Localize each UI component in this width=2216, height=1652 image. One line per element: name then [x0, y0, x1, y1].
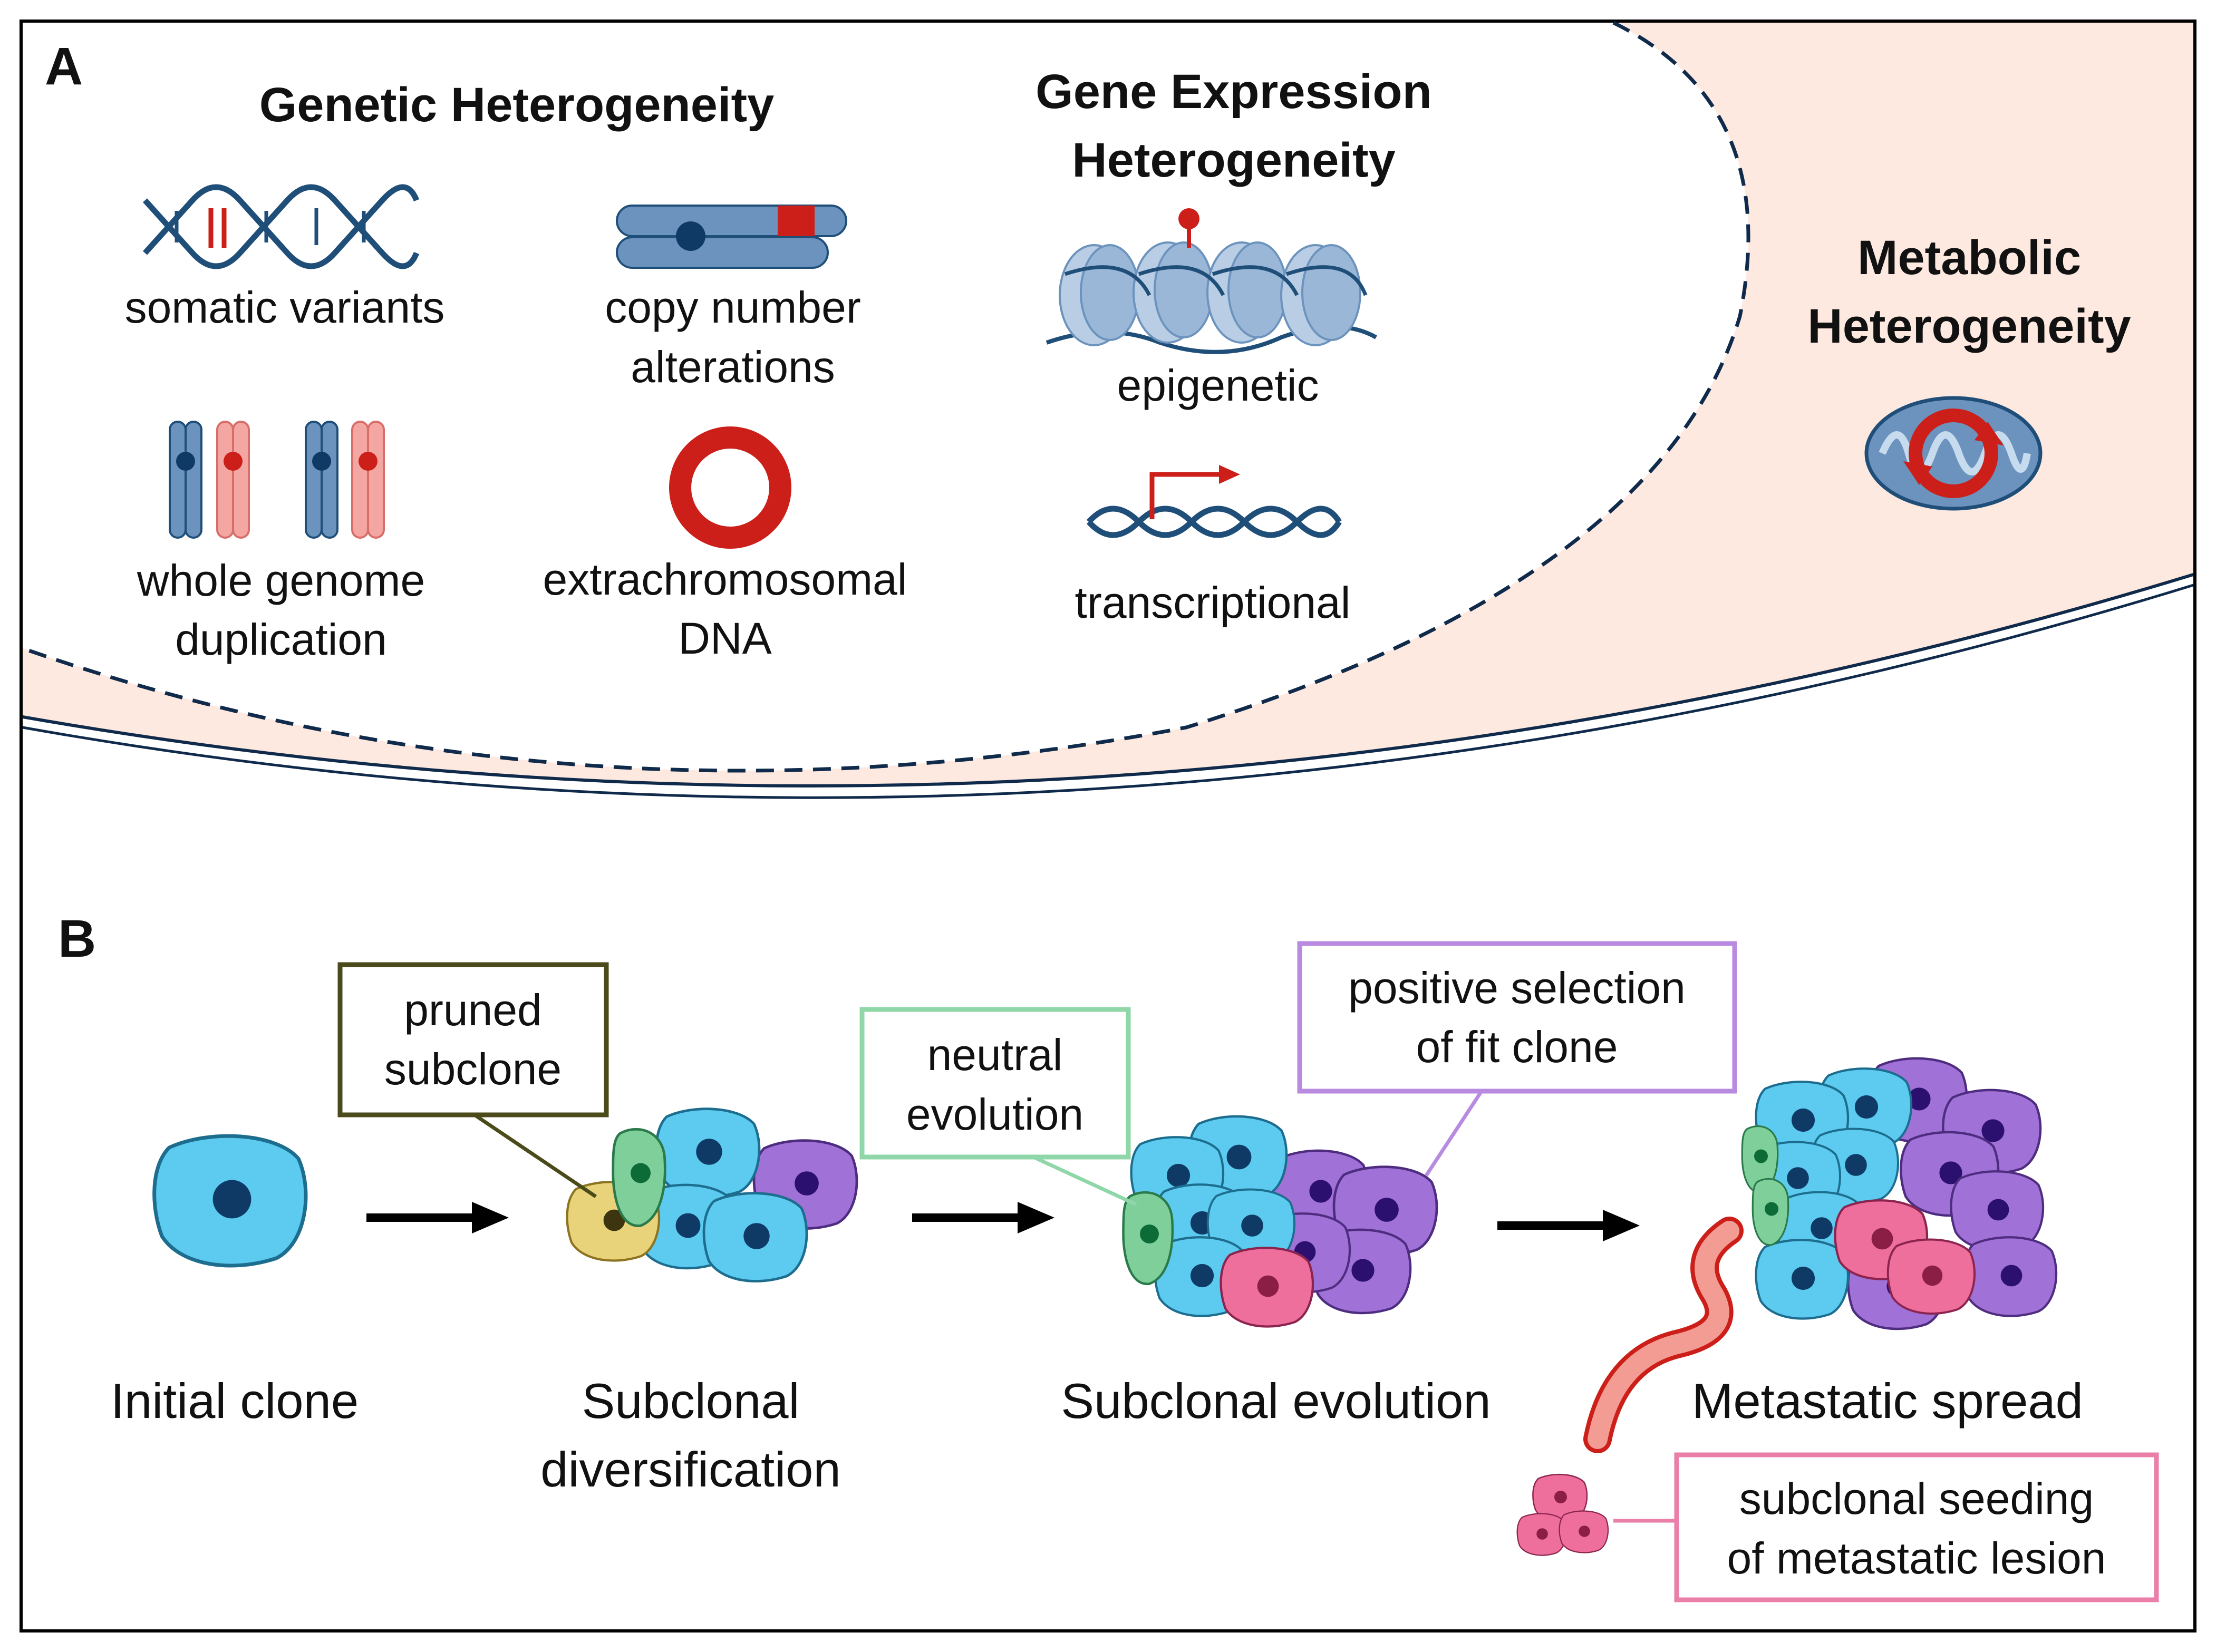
neutral-evolution-callout: neutral evolution: [859, 1007, 1137, 1207]
panel-b: B Initial clone Subclonal diversificatio…: [58, 909, 2159, 1602]
arrow-3-icon: [1497, 1210, 1640, 1241]
pruned-callout-line1: pruned: [404, 985, 542, 1035]
whole-genome-duplication-icon: [169, 421, 385, 539]
metabolic-title-line1: Metabolic: [1857, 231, 2081, 285]
initial-clone-label: Initial clone: [111, 1373, 359, 1429]
arrow-2-icon: [912, 1202, 1054, 1233]
metabolic-title-line2: Heterogeneity: [1807, 299, 2131, 353]
diversification-cluster: [566, 1109, 857, 1281]
seeded-metastatic-cells: [1516, 1473, 1609, 1556]
transcription-dna-icon: [1086, 465, 1342, 538]
panel-divider-line-1: [22, 573, 2194, 788]
ecdna-label-line1: extrachromosomal: [543, 555, 907, 604]
panel-b-letter: B: [58, 909, 96, 968]
panel-a-letter: A: [45, 37, 83, 96]
copy-number-chromosome-icon: [616, 205, 847, 269]
transcriptional-label: transcriptional: [1075, 578, 1351, 627]
arrow-1-icon: [366, 1202, 509, 1233]
diversification-label-line2: diversification: [540, 1442, 840, 1497]
neutral-callout-line1: neutral: [927, 1030, 1063, 1080]
nucleosome-icon: [1046, 208, 1377, 354]
seeding-callout-line1: subclonal seeding: [1739, 1474, 2094, 1523]
copy-number-label-line1: copy number: [605, 283, 861, 332]
metabolic-cycle-icon: [1909, 409, 1998, 498]
positive-callout-line2: of fit clone: [1416, 1022, 1618, 1072]
transcription-start-arrow-icon: [1149, 472, 1223, 519]
diversification-label-line1: Subclonal: [582, 1373, 800, 1429]
metastatic-label: Metastatic spread: [1692, 1373, 2083, 1429]
neutral-callout-line2: evolution: [906, 1090, 1083, 1139]
dna-icon: [142, 184, 420, 269]
pruned-callout-line2: subclone: [384, 1044, 562, 1094]
somatic-variants-label: somatic variants: [125, 283, 445, 332]
pruned-subclone-callout: pruned subclone: [337, 962, 609, 1198]
wgd-label-line1: whole genome: [137, 556, 425, 605]
positive-callout-line1: positive selection: [1348, 963, 1686, 1013]
expression-title-line1: Gene Expression: [1036, 65, 1432, 119]
metastatic-cluster: [1741, 1058, 2056, 1329]
initial-clone-cell: [154, 1136, 306, 1266]
genetic-title: Genetic Heterogeneity: [259, 78, 775, 132]
genetic-expression-zone: [23, 23, 1748, 771]
figure-frame: [20, 20, 2196, 1632]
evolution-label: Subclonal evolution: [1061, 1373, 1491, 1429]
mitochondrion-icon: [1864, 396, 2043, 511]
epigenetic-label: epigenetic: [1117, 361, 1319, 410]
seeding-callout-line2: of metastatic lesion: [1727, 1533, 2106, 1583]
expression-title-line2: Heterogeneity: [1072, 133, 1396, 187]
subclonal-seeding-callout: subclonal seeding of metastatic lesion: [1613, 1452, 2159, 1602]
evolution-cluster: [1124, 1116, 1437, 1327]
positive-selection-callout: positive selection of fit clone: [1297, 941, 1737, 1177]
copy-number-label-line2: alterations: [631, 342, 835, 392]
ecdna-ring-icon: [669, 426, 791, 549]
panel-a: A Genetic Heterogeneity somatic variants…: [22, 21, 2194, 799]
panel-divider-line-2: [22, 584, 2194, 799]
ecdna-label-line2: DNA: [678, 614, 771, 663]
dashed-boundary: [22, 21, 1750, 773]
wgd-label-line2: duplication: [175, 615, 387, 664]
